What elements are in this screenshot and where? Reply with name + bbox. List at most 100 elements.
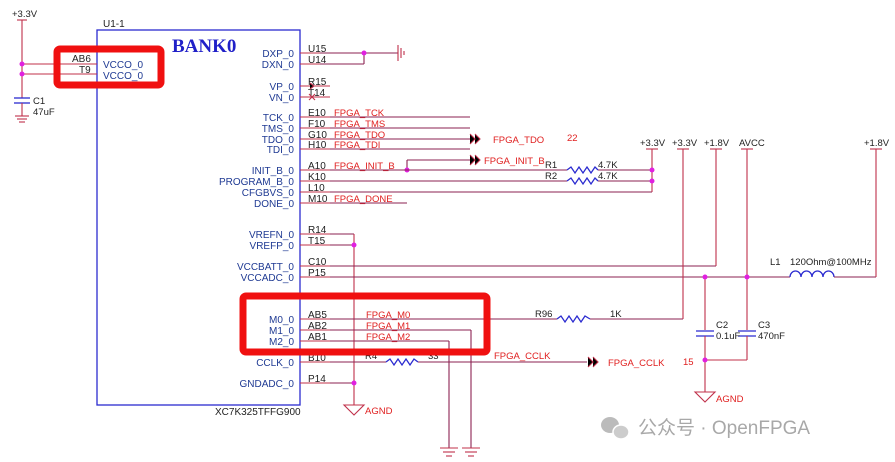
pin-name: M0_0 <box>269 315 294 326</box>
pin-name: GNDADC_0 <box>240 379 295 390</box>
pin-name: VN_0 <box>269 93 294 104</box>
pin-vccadc-0: VCCADC_0 P15 <box>241 268 330 284</box>
power-label-1v8: +1.8V <box>864 138 890 149</box>
pin-number: U14 <box>308 55 327 66</box>
pin-name: TCK_0 <box>263 113 295 124</box>
pin-number: L10 <box>308 183 325 194</box>
net-label: FPGA_DONE <box>334 194 393 205</box>
pin-vrefp-0: VREFP_0 T15 <box>250 236 330 252</box>
pin-name: VCCO_0 <box>103 71 143 82</box>
pin-tdi-0: TDI_0 H10 FPGA_TDI <box>267 140 381 156</box>
vcco-pins: AB6 T9 VCCO_0 VCCO_0 +3.3V C1 47uF <box>12 9 143 123</box>
pin-done-0: DONE_0 M10 FPGA_DONE <box>254 194 393 210</box>
agnd-label: AGND <box>365 406 393 417</box>
pin-number: U15 <box>308 44 327 55</box>
net-label: FPGA_INIT_B <box>334 161 395 172</box>
power-label-3v3: +3.3V <box>640 138 666 149</box>
pin-number: AB5 <box>308 310 327 321</box>
bank-title: BANK0 <box>172 36 236 57</box>
net-fpga-cclk: FPGA_CCLK <box>494 351 551 362</box>
pin-number: AB2 <box>308 321 327 332</box>
watermark-text: 公众号 · OpenFPGA <box>638 417 810 439</box>
thermal-diode-net <box>320 45 405 65</box>
wechat-icon <box>601 417 630 440</box>
pin-name: M2_0 <box>269 337 294 348</box>
port-fpga-init-b: FPGA_INIT_B <box>484 156 545 167</box>
port-number: 15 <box>683 357 694 368</box>
pin-name: VREFN_0 <box>249 230 294 241</box>
analog-supply: +1.8V +1.8V L1 120Ohm@100MHz AVCC AGND C… <box>330 138 890 405</box>
pin-name: VP_0 <box>270 82 295 93</box>
pin-tms-0: TMS_0 F10 FPGA_TMS <box>262 119 385 135</box>
pin-number: R15 <box>308 77 327 88</box>
pin-number: E10 <box>308 108 326 119</box>
pin-m0-0: M0_0 AB5 FPGA_M0 <box>269 310 410 326</box>
pin-name: VREFP_0 <box>250 241 295 252</box>
power-label-3v3: +3.3V <box>12 9 38 20</box>
pin-number: F10 <box>308 119 326 130</box>
r96-ref: R96 <box>535 309 552 320</box>
pin-number: T14 <box>308 88 326 99</box>
pin-number: T9 <box>79 65 91 76</box>
pin-number: AB6 <box>72 54 91 65</box>
c2-ref: C2 <box>716 320 728 331</box>
r1-ref: R1 <box>545 160 557 171</box>
config-pullups: FPGA_INIT_B R1 4.7K R2 4.7K +3.3V <box>330 138 666 204</box>
pin-gndadc-0: GNDADC_0 P14 <box>240 374 330 390</box>
pin-name: CFGBVS_0 <box>242 188 295 199</box>
pin-name: VCCADC_0 <box>241 273 295 284</box>
highlight-vcco <box>53 45 165 89</box>
r2-ref: R2 <box>545 171 557 182</box>
pin-number: AB1 <box>308 332 327 343</box>
net-label: FPGA_TMS <box>334 119 385 130</box>
pin-name: M1_0 <box>269 326 294 337</box>
pin-number: H10 <box>308 140 327 151</box>
pin-number: P14 <box>308 374 326 385</box>
pin-number: B10 <box>308 353 326 364</box>
pin-m1-0: M1_0 AB2 FPGA_M1 <box>269 321 410 337</box>
pin-vccbatt-0: VCCBATT_0 C10 <box>237 257 330 273</box>
jtag-wires: FPGA_TDO 22 <box>330 116 578 150</box>
net-label: FPGA_TDI <box>334 140 380 151</box>
vp-vn-noconnect <box>308 82 316 101</box>
net-label: FPGA_M0 <box>366 310 410 321</box>
pin-name: TDI_0 <box>267 145 295 156</box>
pin-name: TMS_0 <box>262 124 295 135</box>
pin-cclk-0: CCLK_0 B10 <box>256 353 330 369</box>
c3-value: 470nF <box>758 331 785 342</box>
port-fpga-cclk: FPGA_CCLK <box>608 358 665 369</box>
highlight-mode-pins <box>239 292 491 356</box>
pin-name: INIT_B_0 <box>252 166 295 177</box>
pin-number: M10 <box>308 194 328 205</box>
pin-number: T15 <box>308 236 326 247</box>
c2-value: 0.1uF <box>716 331 740 342</box>
pin-vp-0: VP_0 R15 <box>270 77 330 93</box>
watermark: 公众号 · OpenFPGA <box>601 417 810 440</box>
net-label: FPGA_M1 <box>366 321 410 332</box>
pin-name: VCCBATT_0 <box>237 262 294 273</box>
cclk-net: R4 33 FPGA_CCLK FPGA_CCLK 15 <box>330 351 694 369</box>
agnd-label: AGND <box>716 394 744 405</box>
fpga-symbol-body <box>96 29 301 406</box>
pin-number: C10 <box>308 257 327 268</box>
net-label: FPGA_TDO <box>334 130 385 141</box>
pin-cfgbvs-0: CFGBVS_0 L10 <box>242 183 330 199</box>
pin-number: P15 <box>308 268 326 279</box>
pin-name: DONE_0 <box>254 199 294 210</box>
pin-number: R14 <box>308 225 327 236</box>
r1-value: 4.7K <box>598 160 618 171</box>
l1-ref: L1 <box>770 257 781 268</box>
c3-ref: C3 <box>758 320 770 331</box>
avcc-label: AVCC <box>739 138 765 149</box>
pin-vrefn-0: VREFN_0 R14 <box>249 225 330 241</box>
pin-name: PROGRAM_B_0 <box>219 177 294 188</box>
pin-name: CCLK_0 <box>256 358 294 369</box>
component-ref: U1-1 <box>103 19 125 30</box>
c1-ref: C1 <box>33 96 45 107</box>
